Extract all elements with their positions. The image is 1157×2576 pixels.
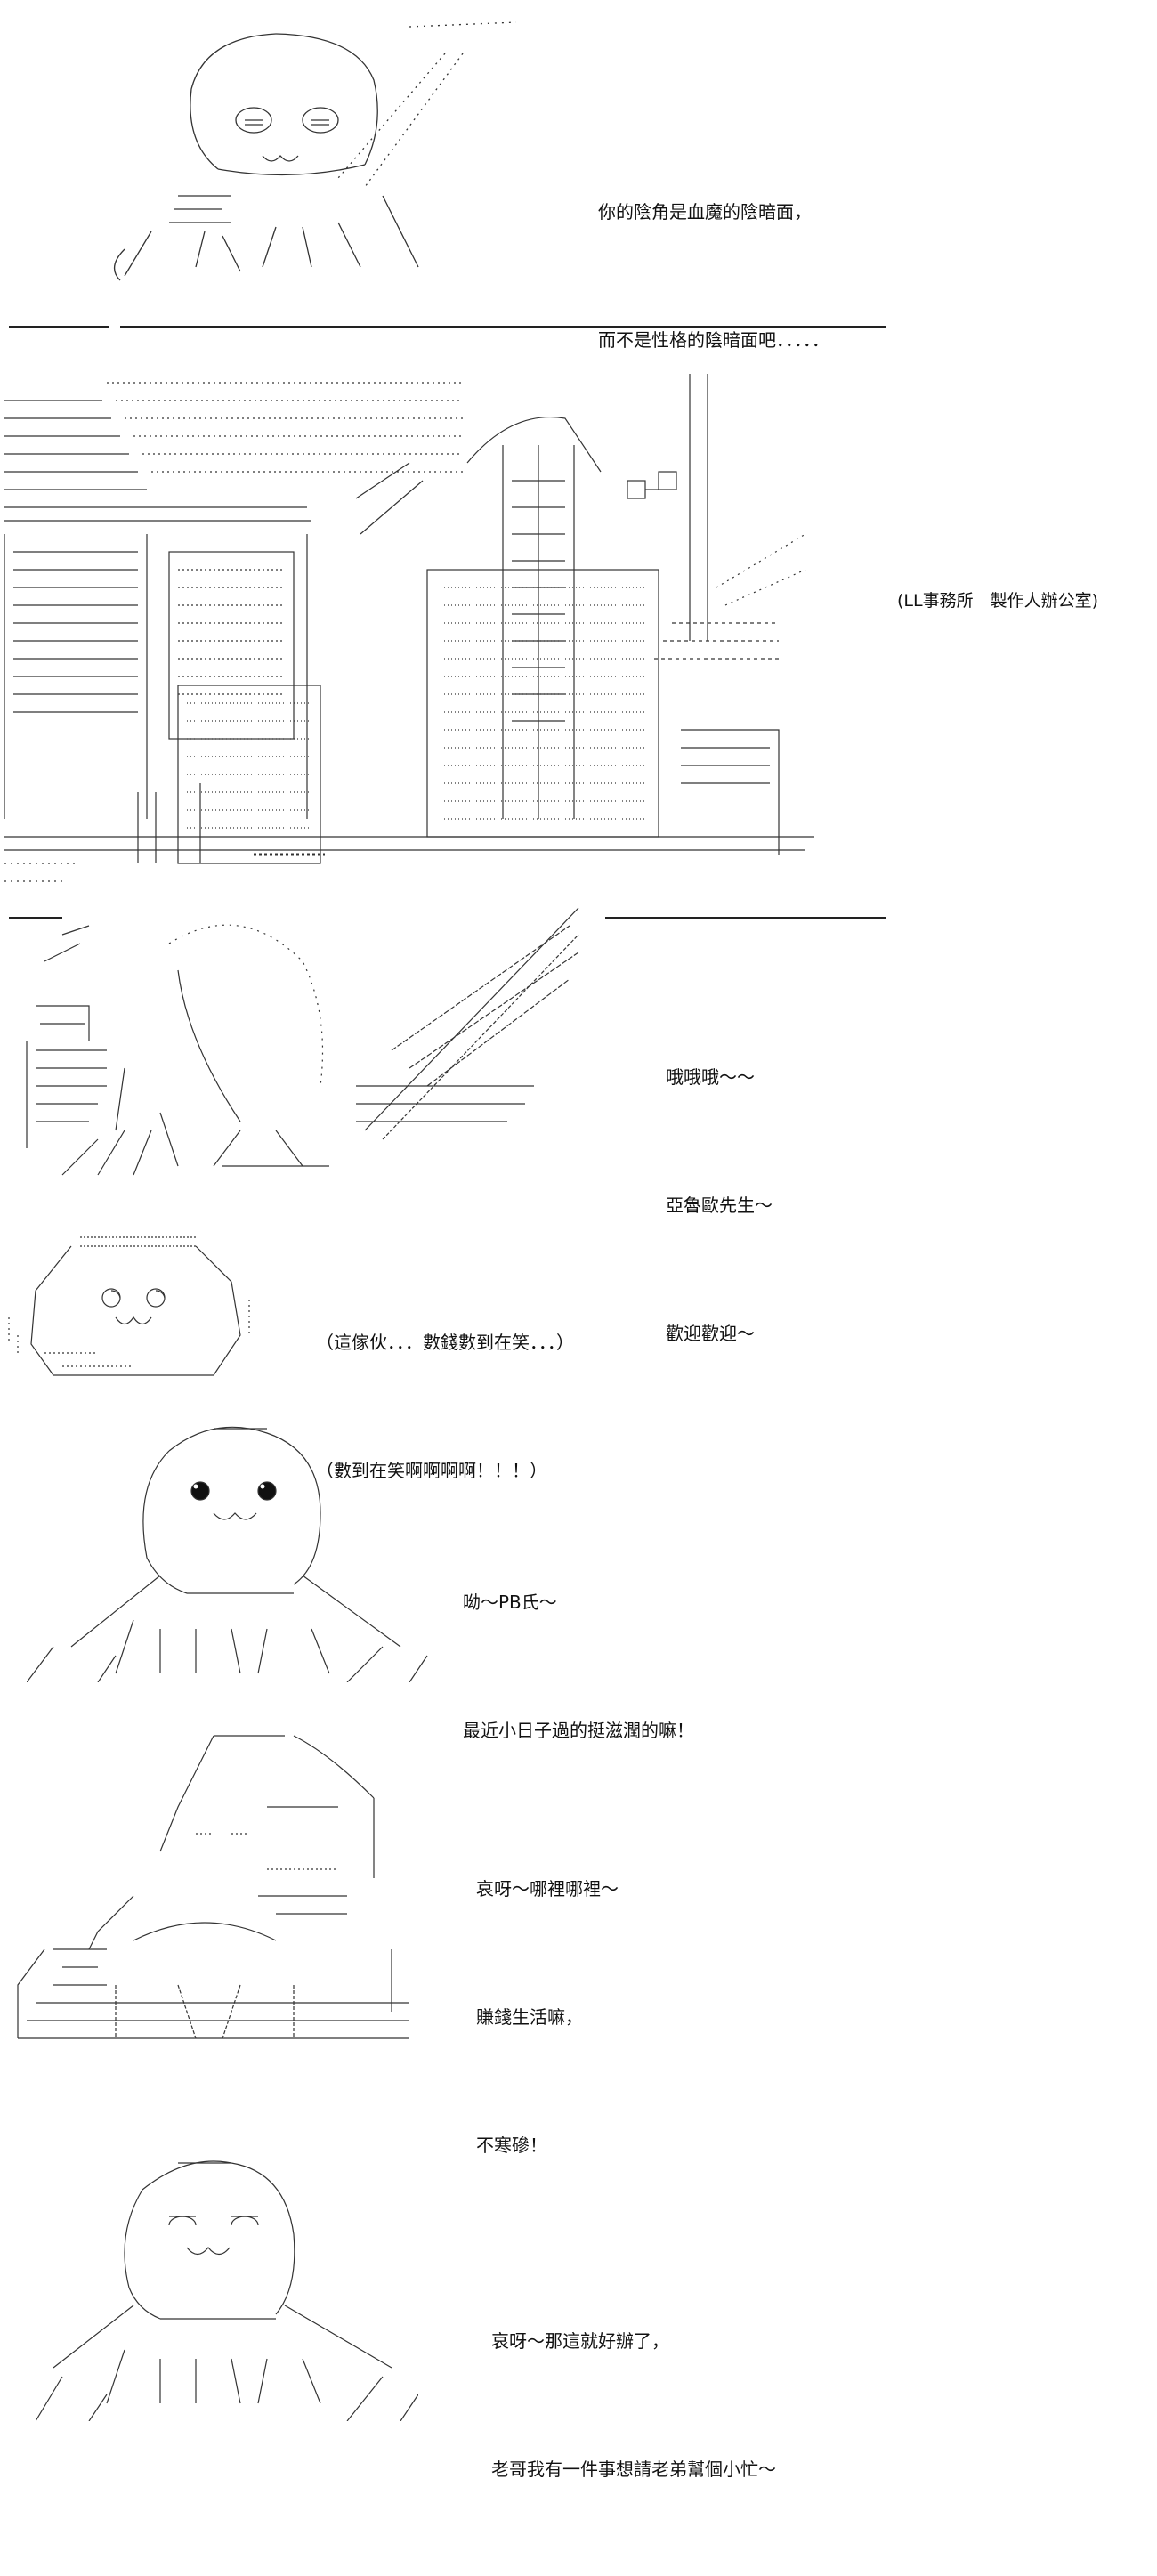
ascii-art-round-face-character xyxy=(27,1415,436,1682)
panel-4: （這傢伙．．．數錢數到在笑．．．） （數到在笑啊啊啊啊！！！） xyxy=(0,1219,1157,1481)
dialogue-line: 賺錢生活嘛， xyxy=(476,2006,583,2028)
panel-divider xyxy=(9,326,109,328)
dialogue-line: 哦哦哦～～ xyxy=(666,1066,755,1088)
dialogue-line: （這傢伙．．．數錢數到在笑．．．） xyxy=(316,1332,574,1353)
dialogue-line: 而不是性格的陰暗面吧．．．．． xyxy=(598,329,829,351)
dialogue-line: 呦～PB氏～ xyxy=(463,1592,557,1613)
ascii-art-character-with-bag xyxy=(0,1718,427,2047)
dialogue-line: 你的陰角是血魔的陰暗面， xyxy=(598,201,812,223)
panel-divider xyxy=(9,917,62,919)
ascii-art-masked-character xyxy=(71,18,534,285)
dialogue-panel-7: 哀呀～那這就好辦了， 老哥我有一件事想請老弟幫個小忙～ xyxy=(491,2234,776,2576)
ascii-art-character-waving xyxy=(9,908,596,1193)
panel-1: 你的陰角是血魔的陰暗面， 而不是性格的陰暗面吧．．．．． xyxy=(0,0,1157,351)
panel-divider xyxy=(120,326,886,328)
dialogue-panel-5: 呦～PB氏～ 最近小日子過的挺滋潤的嘛！ xyxy=(463,1495,694,1837)
panel-6: 哀呀～哪裡哪裡～ 賺錢生活嘛， 不寒磣！ xyxy=(0,1709,1157,2156)
ascii-art-office-building xyxy=(4,356,823,899)
dialogue-line: （數到在笑啊啊啊啊！！！） xyxy=(316,1460,547,1481)
panel-7: 哀呀～那這就好辦了， 老哥我有一件事想請老弟幫個小忙～ xyxy=(0,2136,1157,2480)
dialogue-panel-6: 哀呀～哪裡哪裡～ 賺錢生活嘛， 不寒磣！ xyxy=(476,1782,619,2252)
dialogue-line: 老哥我有一件事想請老弟幫個小忙～ xyxy=(491,2459,776,2480)
dialogue-panel-4: （這傢伙．．．數錢數到在笑．．．） （數到在笑啊啊啊啊！！！） xyxy=(316,1235,574,1577)
dialogue-line: 亞魯歐先生～ xyxy=(666,1195,773,1216)
dialogue-panel-3: 哦哦哦～～ 亞魯歐先生～ 歡迎歡迎～ xyxy=(666,970,773,1440)
panel-5: 呦～PB氏～ 最近小日子過的挺滋潤的嘛！ xyxy=(0,1415,1157,1741)
dialogue-line: 哀呀～那這就好辦了， xyxy=(491,2330,669,2352)
dialogue-line: 最近小日子過的挺滋潤的嘛！ xyxy=(463,1720,694,1741)
dialogue-line: 不寒磣！ xyxy=(476,2135,547,2156)
dialogue-panel-1: 你的陰角是血魔的陰暗面， 而不是性格的陰暗面吧．．．．． xyxy=(598,105,829,447)
dialogue-line: 哀呀～哪裡哪裡～ xyxy=(476,1878,619,1900)
panel-divider xyxy=(605,917,886,919)
location-caption: (LL事務所 製作人辦公室) xyxy=(897,591,1098,611)
ascii-art-smiling-character xyxy=(36,2145,418,2421)
dialogue-line: 歡迎歡迎～ xyxy=(666,1323,755,1344)
ascii-art-small-face xyxy=(0,1219,267,1389)
panel-3: 哦哦哦～～ 亞魯歐先生～ 歡迎歡迎～ xyxy=(0,899,1157,1344)
panel-2: (LL事務所 製作人辦公室) xyxy=(0,338,1157,908)
